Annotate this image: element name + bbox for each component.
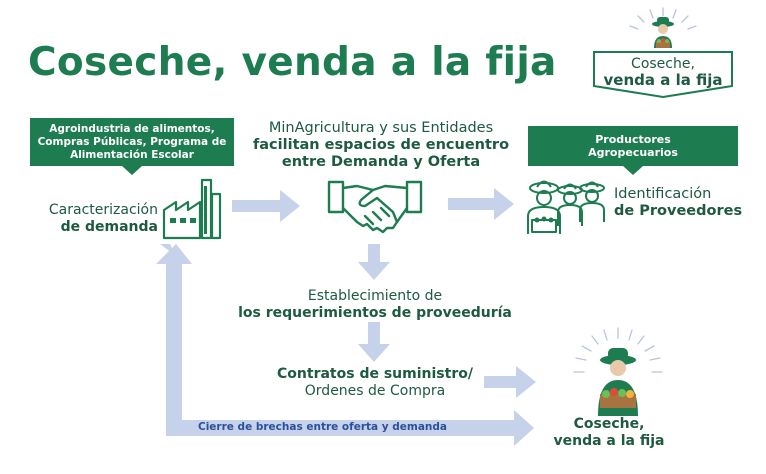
provider-identification-line1: Identificación [614, 186, 712, 202]
arrow-meeting-to-requirements [358, 244, 390, 280]
result-label: Coseche, venda a la fija [534, 416, 684, 450]
requirements-line2: los requerimientos de proveeduría [238, 305, 512, 321]
arrow-meeting-to-providers [448, 188, 514, 220]
farmer-icon [573, 327, 663, 416]
arrow-demand-to-meeting [232, 190, 300, 222]
handshake-icon [327, 180, 423, 234]
page-title: Coseche, venda a la fija [28, 40, 557, 85]
gap-closing-label: Cierre de brechas entre oferta y demanda [198, 421, 448, 433]
demand-banner-line2: Compras Públicas, Programa de [37, 135, 227, 148]
contracts-step: Contratos de suministro/ Ordenes de Comp… [260, 366, 490, 400]
ministry-text: MinAgricultura y sus Entidades facilitan… [236, 120, 526, 171]
result-line2: venda a la fija [553, 433, 665, 449]
demand-banner-line1: Agroindustria de alimentos, [49, 122, 215, 135]
provider-identification: Identificación de Proveedores [614, 186, 754, 220]
factory-icon [162, 178, 222, 240]
demand-characterization-line1: Caracterización [48, 202, 158, 218]
provider-identification-line2: de Proveedores [614, 203, 743, 219]
contracts-line2: Ordenes de Compra [304, 383, 446, 399]
ministry-line3: entre Demanda y Oferta [281, 154, 481, 170]
ministry-line1: MinAgricultura y sus Entidades [268, 120, 494, 136]
contracts-line1: Contratos de suministro/ [277, 366, 473, 382]
demand-characterization: Caracterización de demanda [18, 202, 158, 236]
logo-line2: venda a la fija [603, 71, 723, 89]
result-line1: Coseche, [573, 416, 645, 432]
producers-banner-line1: Productores [595, 133, 671, 146]
producers-banner-line2: Agropecuarios [588, 146, 678, 159]
logo-line1: Coseche, [631, 56, 695, 72]
requirements-step: Establecimiento de los requerimientos de… [220, 288, 530, 322]
producers-banner: Productores Agropecuarios [528, 126, 738, 175]
demand-banner-line3: Alimentación Escolar [70, 148, 194, 161]
arrow-contracts-to-result [484, 366, 536, 398]
logo-sunburst-icon [593, 7, 733, 98]
logo: Coseche, venda a la fija [588, 6, 738, 98]
farmers-group-icon [527, 180, 605, 234]
ministry-line2: facilitan espacios de encuentro [252, 137, 510, 153]
demand-banner: Agroindustria de alimentos, Compras Públ… [30, 118, 234, 175]
demand-characterization-line2: de demanda [60, 219, 158, 235]
requirements-line1: Establecimiento de [307, 288, 443, 304]
arrow-requirements-to-contracts [358, 322, 390, 362]
